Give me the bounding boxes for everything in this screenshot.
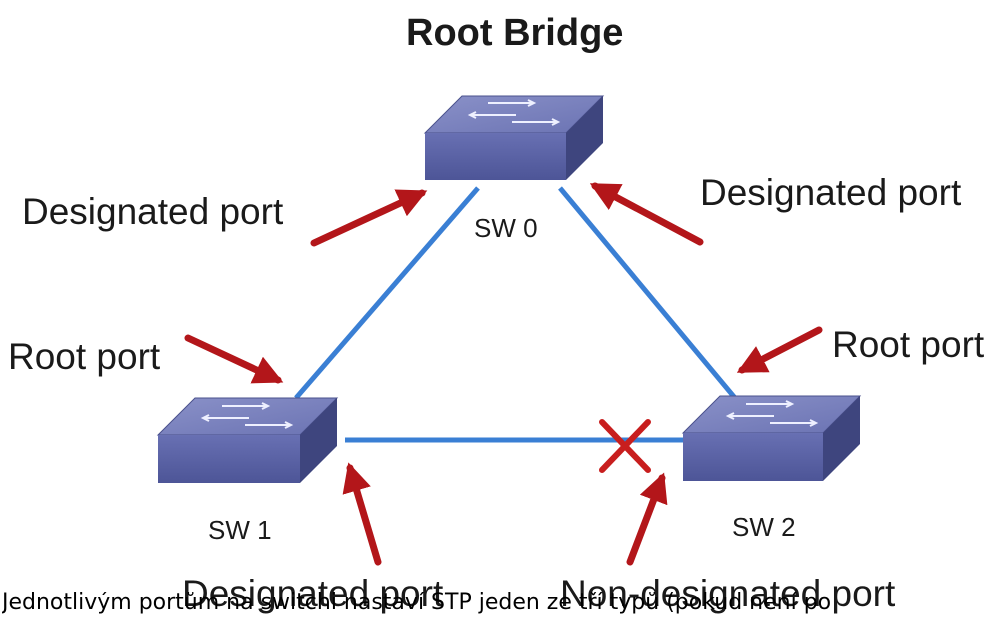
arrow-sw2-nondesignated-port (626, 472, 668, 566)
switch-label-sw1: SW 1 (208, 515, 272, 545)
port-label-sw0-right: Designated port (700, 172, 962, 213)
switch-sw0-icon (423, 95, 605, 180)
blocked-port-x-icon (599, 419, 651, 473)
link-sw0-sw1 (294, 186, 480, 400)
switch-sw2-icon (681, 395, 862, 481)
switch-sw1-icon (156, 397, 339, 483)
port-label-sw1-root: Root port (8, 336, 161, 377)
switch-label-sw0: SW 0 (474, 213, 538, 243)
port-label-sw2-nondesignated: Non-designated port (560, 573, 896, 614)
diagram-title: Root Bridge (406, 12, 624, 54)
arrow-sw1-root-port (184, 334, 284, 384)
link-sw0-sw2 (558, 186, 737, 400)
arrow-sw0-left-port (310, 189, 428, 247)
arrow-sw1-designated-port (342, 462, 382, 566)
port-label-sw1-designated: Designated port (182, 573, 444, 614)
switch-label-sw2: SW 2 (732, 512, 796, 542)
arrow-sw2-root-port (736, 326, 823, 374)
caption-text: Jednotlivým portům na switchi nastaví ST… (2, 592, 832, 614)
arrow-sw0-right-port (589, 182, 704, 246)
port-label-sw0-left: Designated port (22, 191, 284, 232)
port-label-sw2-root: Root port (832, 324, 985, 365)
